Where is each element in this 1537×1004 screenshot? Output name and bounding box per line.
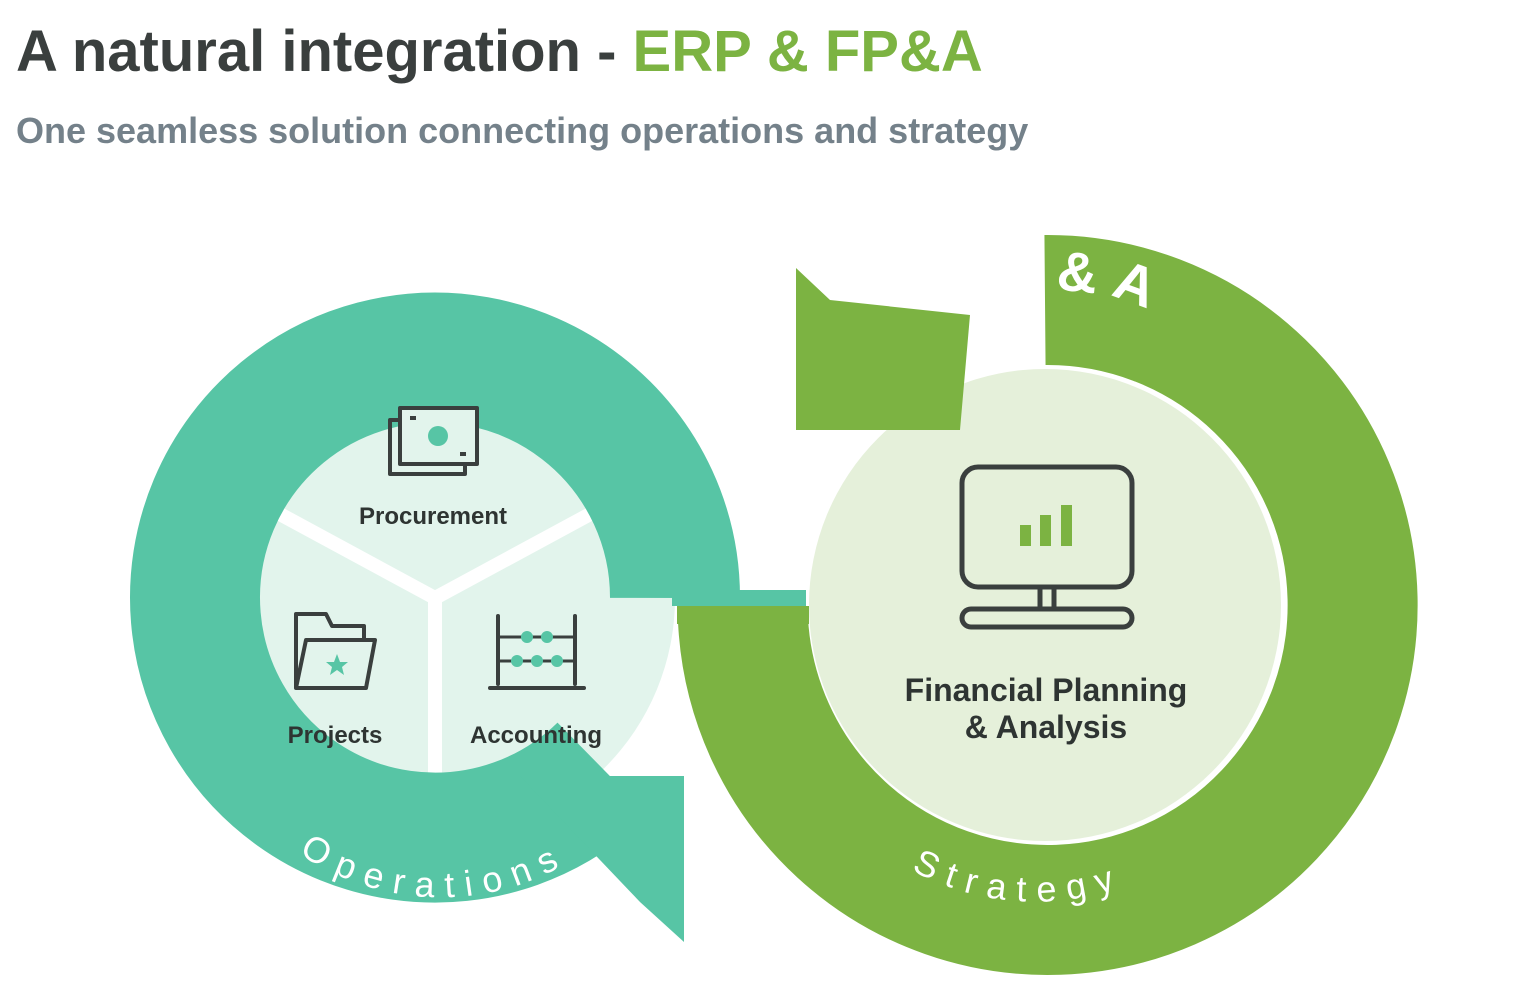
monitor-chart-icon [959, 464, 1135, 630]
erp-ring-label: ERP [345, 215, 511, 291]
abacus-icon [488, 614, 586, 690]
svg-text:ERP: ERP [345, 215, 525, 291]
page-title: A natural integration - ERP & FP&A [16, 18, 983, 85]
fpa-inner-disc [809, 369, 1281, 841]
money-icon [388, 406, 479, 476]
erp-ring [130, 292, 806, 942]
fpa-center-label-line2: & Analysis [965, 709, 1127, 745]
erp-arrow-head [520, 776, 684, 942]
page-subtitle: One seamless solution connecting operati… [16, 110, 1029, 151]
projects-label: Projects [288, 722, 383, 749]
procurement-label: Procurement [359, 503, 507, 530]
title-highlight: ERP & FP&A [632, 19, 983, 84]
title-prefix: A natural integration - [16, 19, 633, 84]
accounting-label: Accounting [470, 722, 602, 749]
fpa-arrow-head [796, 268, 970, 430]
fpa-center-label-line1: Financial Planning [905, 672, 1188, 708]
folder-star-icon [294, 612, 377, 690]
fpa-ring-end [677, 606, 809, 624]
fpa-ring [677, 234, 1418, 975]
erp-ring-end [672, 590, 806, 606]
